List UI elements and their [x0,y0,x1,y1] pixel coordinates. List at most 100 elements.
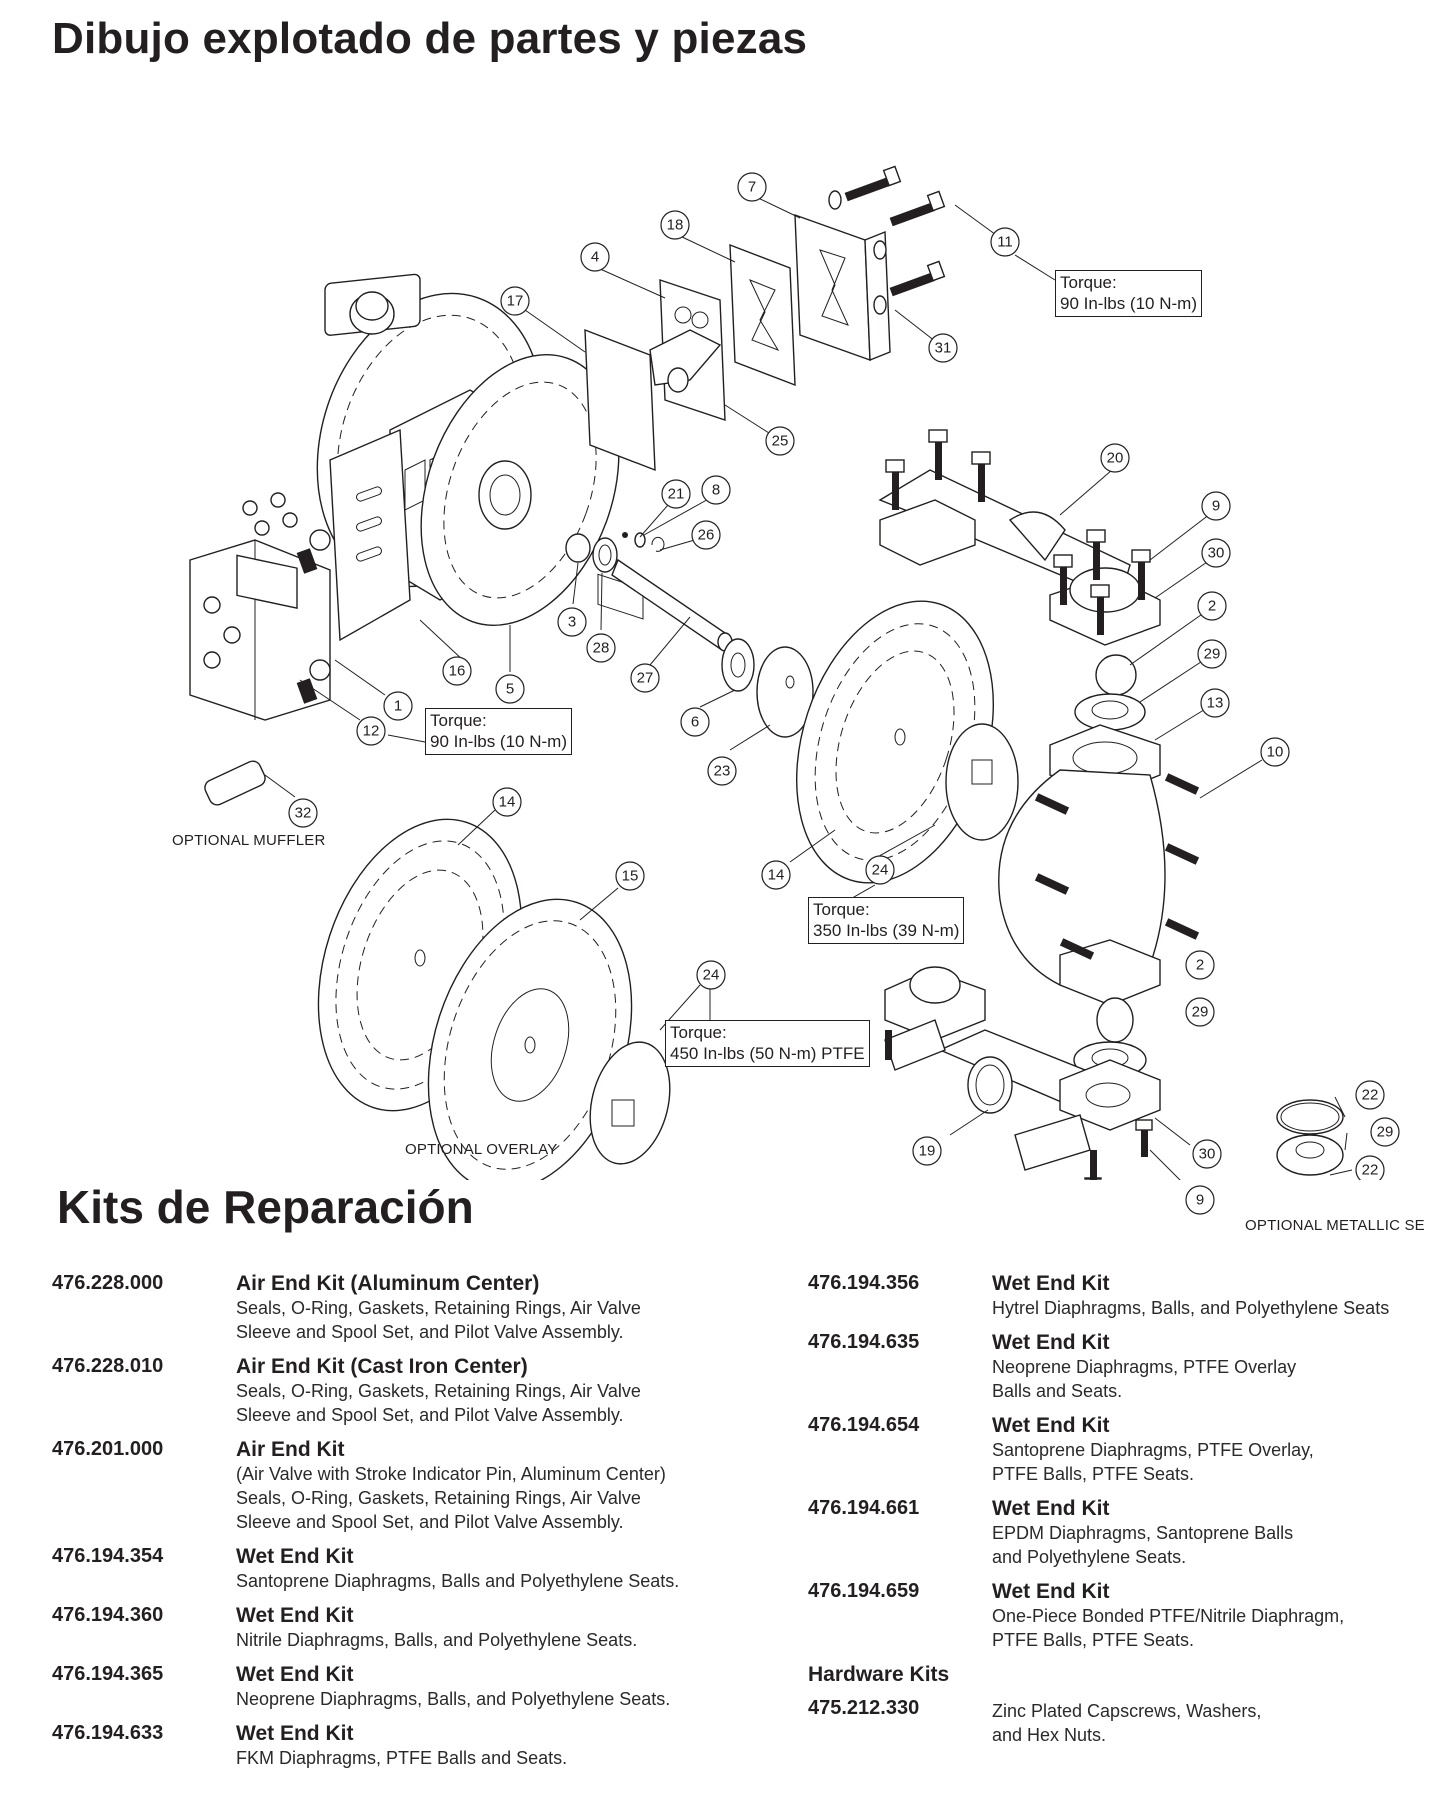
svg-text:9: 9 [1212,498,1220,515]
torque-label-piston-plate: Torque: 350 In-lbs (39 N-m) [808,897,965,944]
caption-optional-metallic-seat: OPTIONAL METALLIC SE [1245,1217,1425,1234]
ball-seat-upper-drawing [1074,654,1146,731]
kits-section-title: Kits de Reparación [57,1181,474,1233]
balloon-18: 18 [660,210,690,240]
balloon-6: 6 [680,707,710,737]
svg-text:23: 23 [714,763,731,780]
kit-code: 475.212.330 [808,1697,920,1719]
piston-plate-24-right-drawing [945,723,1019,841]
svg-text:11: 11 [997,234,1013,251]
kit-desc: Neoprene Diaphragms, PTFE Overlay Balls … [992,1357,1297,1401]
kit-name: Wet End Kit [992,1414,1110,1437]
svg-text:19: 19 [919,1143,936,1160]
balloon-24-right: 24 [865,855,895,885]
svg-text:9: 9 [1196,1192,1204,1209]
balloon-3: 3 [557,607,587,637]
torque-title: Torque: [670,1023,727,1042]
svg-text:16: 16 [449,663,466,680]
svg-text:1: 1 [394,698,402,715]
balloon-26: 26 [691,520,721,550]
gasket-18-drawing [729,243,796,387]
kit-name: Wet End Kit [236,1722,354,1745]
kit-name: Wet End Kit [236,1545,354,1568]
kit-row: 475.212.330 Zinc Plated Capscrews, Washe… [808,1697,1440,1747]
svg-text:28: 28 [593,640,610,657]
overlay-15-drawing [427,898,633,1180]
svg-text:4: 4 [591,249,599,266]
capscrews-11-drawing [828,165,946,315]
kit-desc: Santoprene Diaphragms, Balls and Polyeth… [236,1571,680,1591]
kit-code: 476.194.635 [808,1331,920,1353]
kit-name: Wet End Kit [992,1497,1110,1520]
svg-text:15: 15 [622,868,639,885]
svg-text:30: 30 [1199,1146,1216,1163]
valve-cap-8-drawing [794,213,891,362]
kit-code: 476.194.360 [52,1604,164,1626]
balloon-20: 20 [1100,443,1130,473]
kit-desc: Neoprene Diaphragms, Balls, and Polyethy… [236,1689,671,1709]
torque-value: 450 In-lbs (50 N-m) PTFE [670,1044,865,1063]
svg-text:2: 2 [1196,957,1204,974]
torque-label-valve-cap: Torque: 90 In-lbs (10 N-m) [1055,270,1202,317]
svg-text:7: 7 [748,179,756,196]
pilot-valve-drawing [189,492,331,721]
balloon-27: 27 [630,663,660,693]
svg-text:22: 22 [1362,1162,1379,1179]
kits-list-left: 476.228.000 Air End Kit (Aluminum Center… [52,1272,752,1781]
muffler-32-drawing [204,760,266,806]
torque-value: 90 In-lbs (10 N-m) [430,732,567,751]
balloon-2-lower: 2 [1185,950,1215,980]
kit-code: 476.194.365 [52,1663,164,1685]
balloon-30-lower: 30 [1192,1139,1222,1169]
kit-desc: Nitrile Diaphragms, Balls, and Polyethyl… [236,1630,638,1650]
svg-text:6: 6 [691,714,699,731]
piston-plate-24-left-drawing [589,1041,671,1165]
kit-code: 476.194.354 [52,1545,164,1567]
balloon-2-upper: 2 [1197,591,1227,621]
svg-text:31: 31 [935,340,952,357]
torque-label-ptfe: Torque: 450 In-lbs (50 N-m) PTFE [665,1020,870,1067]
svg-text:14: 14 [499,794,516,811]
page-title: Dibujo explotado de partes y piezas [52,14,808,63]
svg-text:29: 29 [1192,1004,1209,1021]
kit-row: 476.228.000 Air End Kit (Aluminum Center… [52,1272,752,1344]
hardware-kits-heading: Hardware Kits [808,1663,950,1686]
kit-code: 476.201.000 [52,1438,164,1460]
balloon-22-upper: 22 [1355,1080,1385,1110]
balloon-9-upper: 9 [1201,491,1231,521]
kit-desc: Santoprene Diaphragms, PTFE Overlay, PTF… [992,1440,1314,1484]
balloon-4: 4 [580,242,610,272]
svg-text:25: 25 [772,433,789,450]
balloon-1: 1 [383,691,413,721]
balloon-12: 12 [356,716,386,746]
balloon-8: 7 [737,172,767,202]
svg-text:14: 14 [768,867,785,884]
svg-text:21: 21 [668,486,685,503]
torque-title: Torque: [813,900,870,919]
kit-desc: Seals, O-Ring, Gaskets, Retaining Rings,… [236,1298,641,1342]
balloon-31: 31 [928,333,958,363]
torque-value: 350 In-lbs (39 N-m) [813,921,960,940]
svg-text:30: 30 [1208,545,1225,562]
caption-optional-muffler: OPTIONAL MUFFLER [172,832,326,849]
svg-text:29: 29 [1377,1124,1394,1141]
svg-text:22: 22 [1362,1087,1379,1104]
torque-title: Torque: [1060,273,1117,292]
svg-text:24: 24 [703,967,720,984]
balloon-10: 10 [1260,737,1290,767]
inlet-manifold-19-drawing [884,966,1161,1180]
balloon-32: 32 [288,798,318,828]
kit-name: Air End Kit [236,1438,345,1461]
kit-desc: Zinc Plated Capscrews, Washers, and Hex … [992,1701,1262,1745]
kit-code: 476.228.000 [52,1272,164,1294]
torque-value: 90 In-lbs (10 N-m) [1060,294,1197,313]
svg-text:20: 20 [1107,450,1124,467]
balloon-16: 16 [442,656,472,686]
balloon-22-lower: 22 [1355,1155,1385,1180]
